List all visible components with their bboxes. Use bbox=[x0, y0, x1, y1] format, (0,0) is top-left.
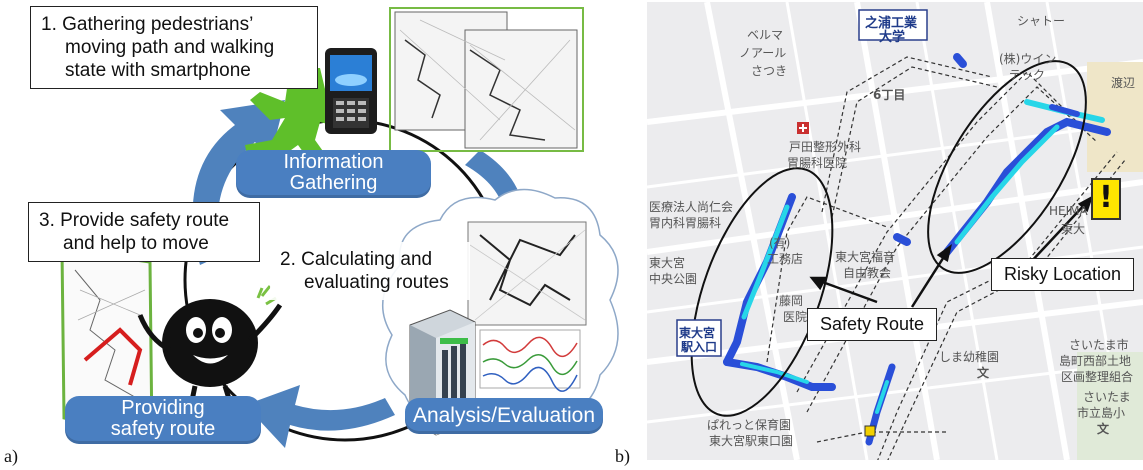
map-text-29: 島町西部土地 bbox=[1059, 354, 1132, 368]
panel-a-label: a) bbox=[4, 446, 18, 466]
map-text-1: 之浦工業 bbox=[865, 16, 918, 31]
map-text-30: 区画整理組合 bbox=[1061, 370, 1134, 384]
safety-route-label: Safety Route bbox=[807, 308, 938, 341]
panel-b: b) bbox=[615, 0, 1143, 470]
map-text-36: 文 bbox=[1097, 422, 1110, 436]
map-text-25: 東大宮 bbox=[679, 326, 716, 340]
stage-analysis-evaluation: Analysis/Evaluation bbox=[405, 398, 603, 434]
stage-gathering-line2: Gathering bbox=[289, 172, 378, 194]
map-text-19: (有) bbox=[769, 236, 791, 250]
risky-location-label: Risky Location bbox=[991, 258, 1135, 291]
map-text-3: ベルマ bbox=[747, 28, 784, 42]
stage-analysis-label: Analysis/Evaluation bbox=[412, 404, 596, 427]
panel-a-graphics bbox=[60, 7, 619, 448]
map-text-7: (株)ウイン bbox=[999, 52, 1057, 66]
map-text-24: 医院 bbox=[783, 310, 808, 324]
step1-line1: 1. Gathering pedestrians’ bbox=[41, 14, 254, 35]
map-graphics bbox=[647, 2, 1143, 460]
map-text-21: 東大宮福音 bbox=[835, 250, 896, 264]
panel-b-label: b) bbox=[615, 446, 630, 466]
smartphone-icon bbox=[325, 48, 377, 134]
stage-information-gathering: Information Gathering bbox=[236, 150, 431, 198]
map-text-12: 胃腸科医院 bbox=[787, 156, 848, 170]
stage-gathering-line1: Information bbox=[283, 151, 384, 173]
map-text-18: 中央公園 bbox=[649, 272, 698, 286]
step1-line2: moving path and walking bbox=[65, 37, 275, 58]
panel-a: 1. Gathering pedestrians’ moving path an… bbox=[4, 6, 619, 466]
map-text-6: シャトー bbox=[1017, 14, 1066, 28]
map-text-14: 胃内科胃腸科 bbox=[649, 216, 722, 230]
map-text-22: 自由教会 bbox=[843, 266, 892, 280]
stage-providing-line1: Providing bbox=[121, 397, 205, 419]
stage-providing-safety-route: Providing safety route bbox=[65, 396, 261, 444]
step2-line1: 2. Calculating and bbox=[280, 249, 433, 270]
map-thumbnail-2 bbox=[467, 221, 587, 326]
step1-line3: state with smartphone bbox=[65, 60, 251, 81]
map-text-32: 市立島小 bbox=[1077, 406, 1126, 420]
map-text-31: さいたま bbox=[1083, 390, 1131, 404]
step3-line2: and help to move bbox=[63, 233, 209, 254]
map-text-34: 東大宮駅東口園 bbox=[709, 434, 794, 448]
map-thumbnail-group-1 bbox=[389, 7, 584, 152]
map-text-13: 医療法人尚仁会 bbox=[649, 200, 734, 214]
map-text-23: 藤岡 bbox=[779, 294, 804, 308]
step2-callout: 2. Calculating and evaluating routes bbox=[270, 242, 470, 300]
map-text-28: さいたま市 bbox=[1069, 338, 1129, 352]
map-text-26: 駅入口 bbox=[681, 340, 718, 354]
map-text-33: ぱれっと保育園 bbox=[707, 418, 792, 432]
map-text-16: 東大 bbox=[1061, 222, 1086, 236]
signal-chart-thumbnail bbox=[479, 329, 581, 392]
map-text-15: HEIMA bbox=[1049, 204, 1088, 218]
step3-callout: 3. Provide safety route and help to move bbox=[28, 202, 260, 262]
map-text-9: 渡辺 bbox=[1111, 76, 1136, 90]
right-route-ellipse bbox=[927, 60, 1087, 274]
map-text-4: ノアール bbox=[739, 46, 787, 60]
map-text-5: さつき bbox=[751, 64, 788, 78]
map-text-27: しま幼稚園 bbox=[939, 350, 1000, 364]
map-panel: ! 之浦工業 大学 ベルマ ノアール さつき シャトー (株)ウイン テック 渡… bbox=[647, 2, 1143, 460]
map-text-2: 大学 bbox=[879, 30, 906, 45]
map-text-8: テック bbox=[1009, 68, 1046, 82]
map-text-35: 文 bbox=[977, 366, 990, 380]
step2-line2: evaluating routes bbox=[304, 272, 449, 293]
step3-line1: 3. Provide safety route bbox=[39, 210, 230, 231]
step1-callout: 1. Gathering pedestrians’ moving path an… bbox=[30, 6, 318, 89]
map-text-11: 戸田整形外科 bbox=[789, 140, 862, 154]
map-text-10: 6丁目 bbox=[873, 88, 906, 102]
cycle-arrow-2 bbox=[245, 385, 395, 448]
stage-providing-line2: safety route bbox=[110, 418, 216, 440]
warning-icon: ! bbox=[1091, 178, 1121, 220]
map-text-20: 工務店 bbox=[767, 252, 804, 266]
map-text-17: 東大宮 bbox=[649, 256, 686, 270]
